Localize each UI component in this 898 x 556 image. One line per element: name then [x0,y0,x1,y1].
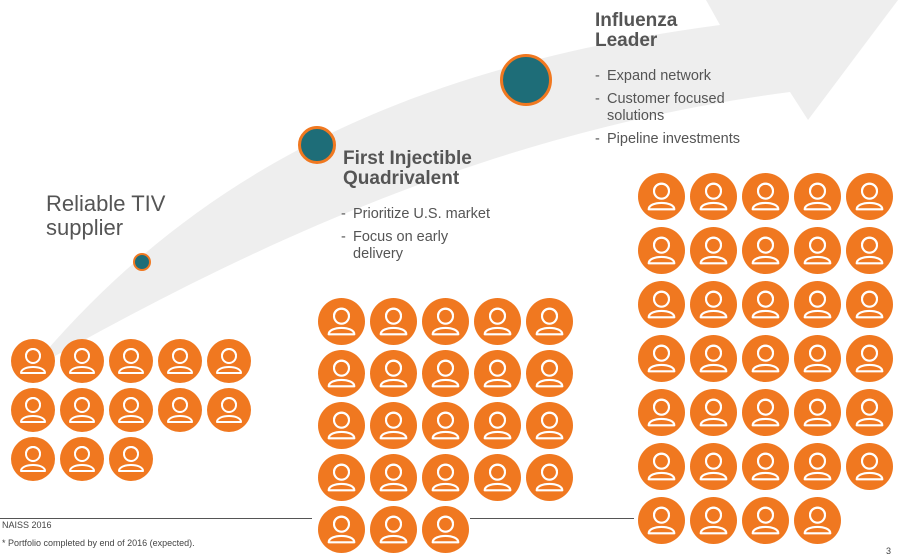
person-icon [638,281,685,328]
person-icon [474,298,521,345]
person-icon [846,173,893,220]
person-icon [109,437,153,481]
footer-source: NAISS 2016 [2,520,52,530]
person-icon [742,173,789,220]
stage-2-bullet: Prioritize U.S. market [341,206,541,223]
person-icon [794,335,841,382]
person-icon [158,388,202,432]
stage-3-bullet: Pipeline investments [595,131,795,148]
person-icon [422,454,469,501]
person-icon [474,350,521,397]
person-icon [526,454,573,501]
person-icon [690,335,737,382]
person-icon [318,350,365,397]
person-icon [638,173,685,220]
person-icon [794,497,841,544]
person-icon [690,281,737,328]
person-icon [526,298,573,345]
person-icon [60,339,104,383]
stage-2-title: First Injectible Quadrivalent [343,148,472,189]
person-icon [742,227,789,274]
stage-3-bullets: Expand network Customer focused solution… [595,68,795,154]
people-grid-stage-3 [638,173,898,549]
person-icon [638,227,685,274]
stage-3-title: Influenza Leader [595,10,678,51]
person-icon [370,454,417,501]
people-grid-stage-2 [318,298,580,556]
person-icon [11,437,55,481]
page-number: 3 [886,546,892,556]
person-icon [846,227,893,274]
person-icon [690,173,737,220]
person-icon [638,443,685,490]
stage-2-bullet: Focus on early delivery [341,229,541,263]
footer-rule-left [0,518,312,519]
person-icon [742,443,789,490]
person-icon [794,443,841,490]
person-icon [370,350,417,397]
person-icon [370,298,417,345]
person-icon [422,402,469,449]
person-icon [742,335,789,382]
person-icon [422,506,469,553]
person-icon [794,281,841,328]
person-icon [638,497,685,544]
person-icon [109,388,153,432]
footer-rule-right [470,518,634,519]
footer-note: * Portfolio completed by end of 2016 (ex… [2,538,195,548]
stage-3-bullet: Expand network [595,68,795,85]
person-icon [11,339,55,383]
milestone-dot-2 [298,126,336,164]
milestone-dot-3 [500,54,552,106]
person-icon [846,443,893,490]
person-icon [526,350,573,397]
people-grid-stage-1 [11,339,257,489]
person-icon [690,497,737,544]
person-icon [207,339,251,383]
person-icon [742,497,789,544]
person-icon [11,388,55,432]
person-icon [638,389,685,436]
person-icon [526,402,573,449]
person-icon [638,335,685,382]
stage-3-bullet: Customer focused solutions [595,91,795,125]
person-icon [846,335,893,382]
stage-2-bullets: Prioritize U.S. market Focus on early de… [341,206,541,269]
person-icon [690,389,737,436]
person-icon [742,281,789,328]
person-icon [207,388,251,432]
person-icon [318,454,365,501]
person-icon [474,454,521,501]
person-icon [422,298,469,345]
person-icon [370,506,417,553]
person-icon [318,402,365,449]
person-icon [60,388,104,432]
milestone-dot-1 [133,253,151,271]
person-icon [794,173,841,220]
person-icon [690,443,737,490]
person-icon [794,389,841,436]
person-icon [742,389,789,436]
person-icon [422,350,469,397]
person-icon [370,402,417,449]
person-icon [474,402,521,449]
person-icon [846,389,893,436]
person-icon [318,506,365,553]
person-icon [846,281,893,328]
person-icon [318,298,365,345]
stage-1-title: Reliable TIV supplier [46,191,166,240]
person-icon [158,339,202,383]
person-icon [60,437,104,481]
person-icon [109,339,153,383]
person-icon [690,227,737,274]
person-icon [794,227,841,274]
